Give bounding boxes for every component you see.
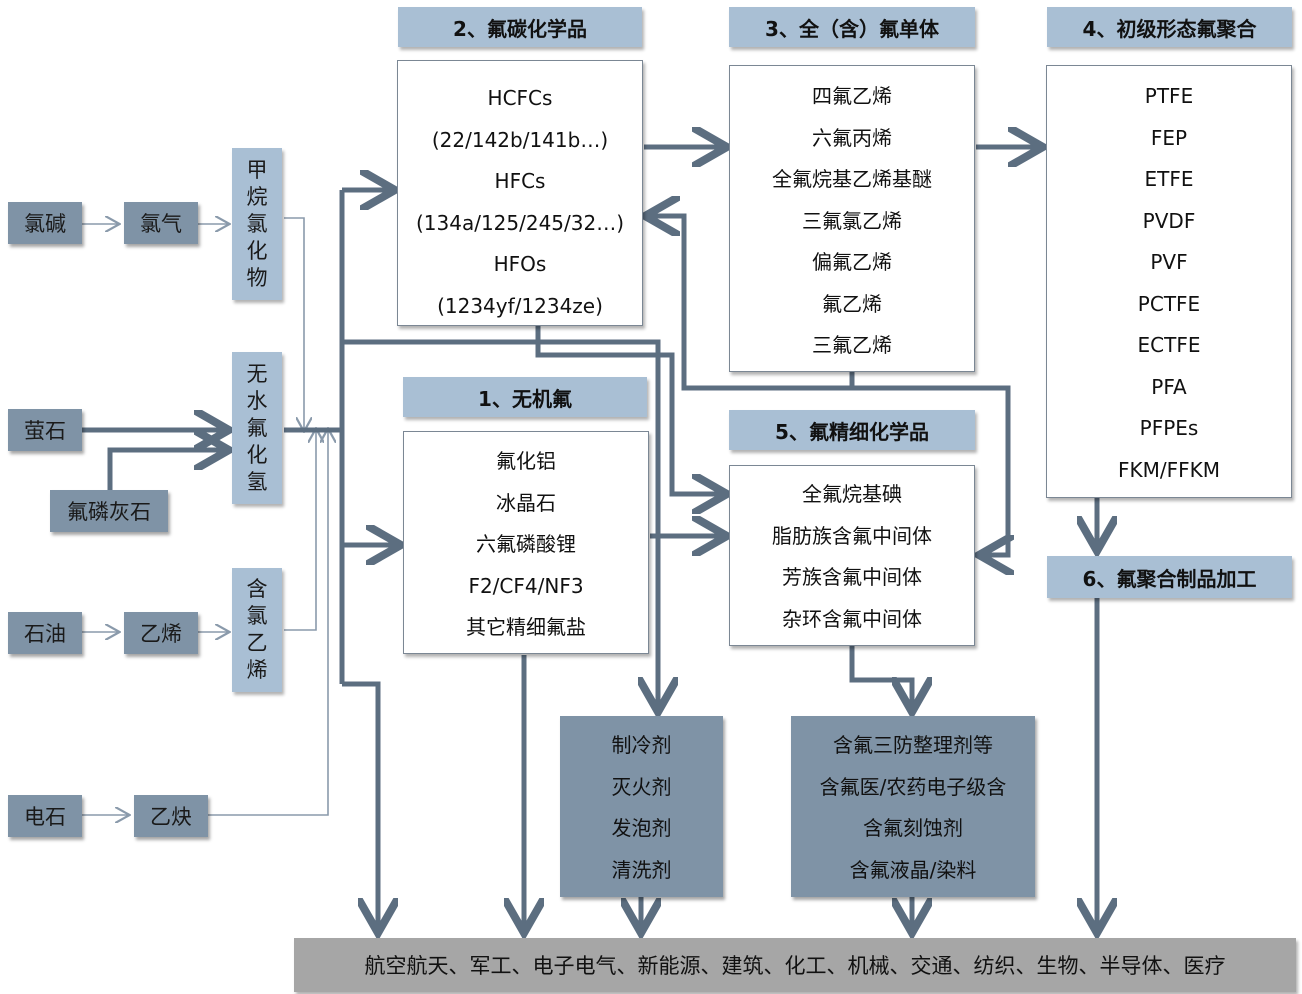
chloroethylene: 含 氯 乙 烯	[232, 568, 282, 692]
raw-petroleum: 石油	[8, 612, 82, 654]
line-acetylene-merge	[208, 430, 328, 816]
fluorocarbon-item: HCFCs	[487, 86, 553, 110]
box-polymer: PTFE FEP ETFE PVDF PVF PCTFE ECTFE PFA P…	[1046, 65, 1292, 498]
methane-chloride-char: 化	[246, 238, 268, 263]
monomer-item: 全氟烷基乙烯基醚	[772, 167, 932, 191]
monomer-item: 四氟乙烯	[812, 84, 892, 108]
fluorocarbon-item: (22/142b/141b…)	[431, 127, 609, 152]
inorganic-item: 氟化铝	[496, 449, 556, 473]
fine-product-item: 含氟刻蚀剂	[863, 816, 963, 840]
arrow-monomer-to-fine	[849, 372, 1008, 555]
chloroethylene-char: 乙	[246, 631, 268, 655]
inorganic-item: 其它精细氟盐	[466, 615, 586, 639]
methane-chloride-char: 烷	[246, 184, 268, 209]
arrow-to-applications-left	[342, 681, 378, 928]
polymer-item: PFA	[1151, 374, 1187, 399]
box-fluorocarbon: HCFCs (22/142b/141b…) HFCs (134a/125/245…	[397, 60, 643, 326]
fine-item: 全氟烷基碘	[802, 482, 902, 506]
polymer-item: PVDF	[1142, 208, 1196, 233]
monomer-item: 氟乙烯	[822, 291, 882, 316]
hf-char: 化	[246, 442, 268, 467]
fluorocarbon-item: (134a/125/245/32…)	[415, 210, 625, 235]
acetylene: 乙炔	[134, 795, 208, 837]
refrigerant-item: 灭火剂	[611, 774, 672, 799]
chloroethylene-char: 氯	[246, 604, 268, 628]
line-chloroethylene-merge	[284, 430, 316, 631]
raw-calcium-carbide: 电石	[8, 795, 82, 837]
monomer-item: 三氟氯乙烯	[802, 208, 902, 233]
line-methane-chloride-merge	[284, 217, 304, 430]
inorganic-item: 六氟磷酸锂	[476, 532, 576, 556]
refrigerant-item: 发泡剂	[611, 816, 672, 840]
chlorine: 氯气	[124, 202, 198, 244]
fine-item: 杂环含氟中间体	[782, 606, 922, 631]
fine-product-item: 含氟三防整理剂等	[833, 733, 993, 757]
chloroethylene-char: 含	[246, 577, 268, 601]
header-inorganic: 1、无机氟	[403, 377, 647, 417]
polymer-item: PTFE	[1144, 84, 1194, 108]
hf-char: 水	[246, 388, 268, 413]
monomer-item: 六氟丙烯	[812, 125, 892, 150]
line-hf-to-products	[342, 339, 658, 707]
methane-chloride-char: 氯	[246, 211, 268, 236]
fluorocarbon-item: (1234yf/1234ze)	[437, 293, 603, 318]
hf-char: 氟	[246, 415, 268, 440]
polymer-item: PFPEs	[1139, 416, 1199, 440]
inorganic-item: F2/CF4/NF3	[468, 573, 584, 598]
refrigerant-item: 清洗剂	[611, 857, 672, 882]
methane-chloride: 甲 烷 氯 化 物	[232, 148, 282, 300]
methane-chloride-char: 甲	[246, 157, 268, 182]
ethylene: 乙烯	[124, 612, 198, 654]
box-inorganic: 氟化铝 冰晶石 六氟磷酸锂 F2/CF4/NF3 其它精细氟盐	[403, 431, 649, 654]
header-fine-chemicals: 5、氟精细化学品	[729, 410, 975, 450]
inorganic-item: 冰晶石	[496, 490, 556, 515]
fine-item: 脂肪族含氟中间体	[772, 523, 932, 548]
polymer-item: FKM/FFKM	[1118, 457, 1220, 482]
fine-item: 芳族含氟中间体	[782, 565, 922, 589]
anhydrous-hf: 无 水 氟 化 氢	[232, 352, 282, 504]
polymer-item: ECTFE	[1137, 333, 1201, 357]
raw-fluorapatite: 氟磷灰石	[50, 490, 168, 532]
header-monomer: 3、全（含）氟单体	[729, 7, 975, 47]
fine-product-item: 含氟医/农药电子级含	[819, 774, 1007, 799]
polymer-item: PCTFE	[1137, 291, 1201, 316]
box-fine-products: 含氟三防整理剂等 含氟医/农药电子级含 含氟刻蚀剂 含氟液晶/染料	[791, 716, 1035, 897]
polymer-item: FEP	[1150, 125, 1188, 150]
chloroethylene-char: 烯	[246, 658, 268, 682]
box-refrigerants: 制冷剂 灭火剂 发泡剂 清洗剂	[560, 716, 723, 897]
hf-char: 氢	[246, 469, 268, 494]
header-processing: 6、氟聚合制品加工	[1047, 556, 1292, 598]
methane-chloride-char: 物	[246, 265, 268, 290]
arrow-fluorocarbon-to-fine	[535, 326, 722, 494]
box-fine-chemicals: 全氟烷基碘 脂肪族含氟中间体 芳族含氟中间体 杂环含氟中间体	[729, 465, 975, 646]
refrigerant-item: 制冷剂	[611, 733, 672, 757]
header-polymer: 4、初级形态氟聚合	[1047, 7, 1292, 47]
monomer-item: 三氟乙烯	[812, 333, 892, 357]
raw-chlor-alkali: 氯碱	[8, 202, 82, 244]
polymer-item: PVF	[1150, 250, 1188, 274]
polymer-item: ETFE	[1144, 167, 1194, 191]
fluorocarbon-item: HFOs	[493, 252, 547, 276]
raw-fluorite: 萤石	[8, 409, 82, 451]
arrow-fluorapatite-hf	[107, 450, 224, 490]
arrow-fine-to-fine-products	[849, 646, 912, 707]
monomer-item: 偏氟乙烯	[812, 250, 892, 274]
applications-bar: 航空航天、军工、电子电气、新能源、建筑、化工、机械、交通、纺织、生物、半导体、医…	[294, 938, 1296, 992]
box-monomer: 四氟乙烯 六氟丙烯 全氟烷基乙烯基醚 三氟氯乙烯 偏氟乙烯 氟乙烯 三氟乙烯	[729, 65, 975, 372]
header-fluorocarbon: 2、氟碳化学品	[398, 7, 642, 47]
hf-char: 无	[246, 361, 268, 386]
fine-product-item: 含氟液晶/染料	[849, 857, 977, 882]
fluorocarbon-item: HFCs	[494, 169, 546, 193]
